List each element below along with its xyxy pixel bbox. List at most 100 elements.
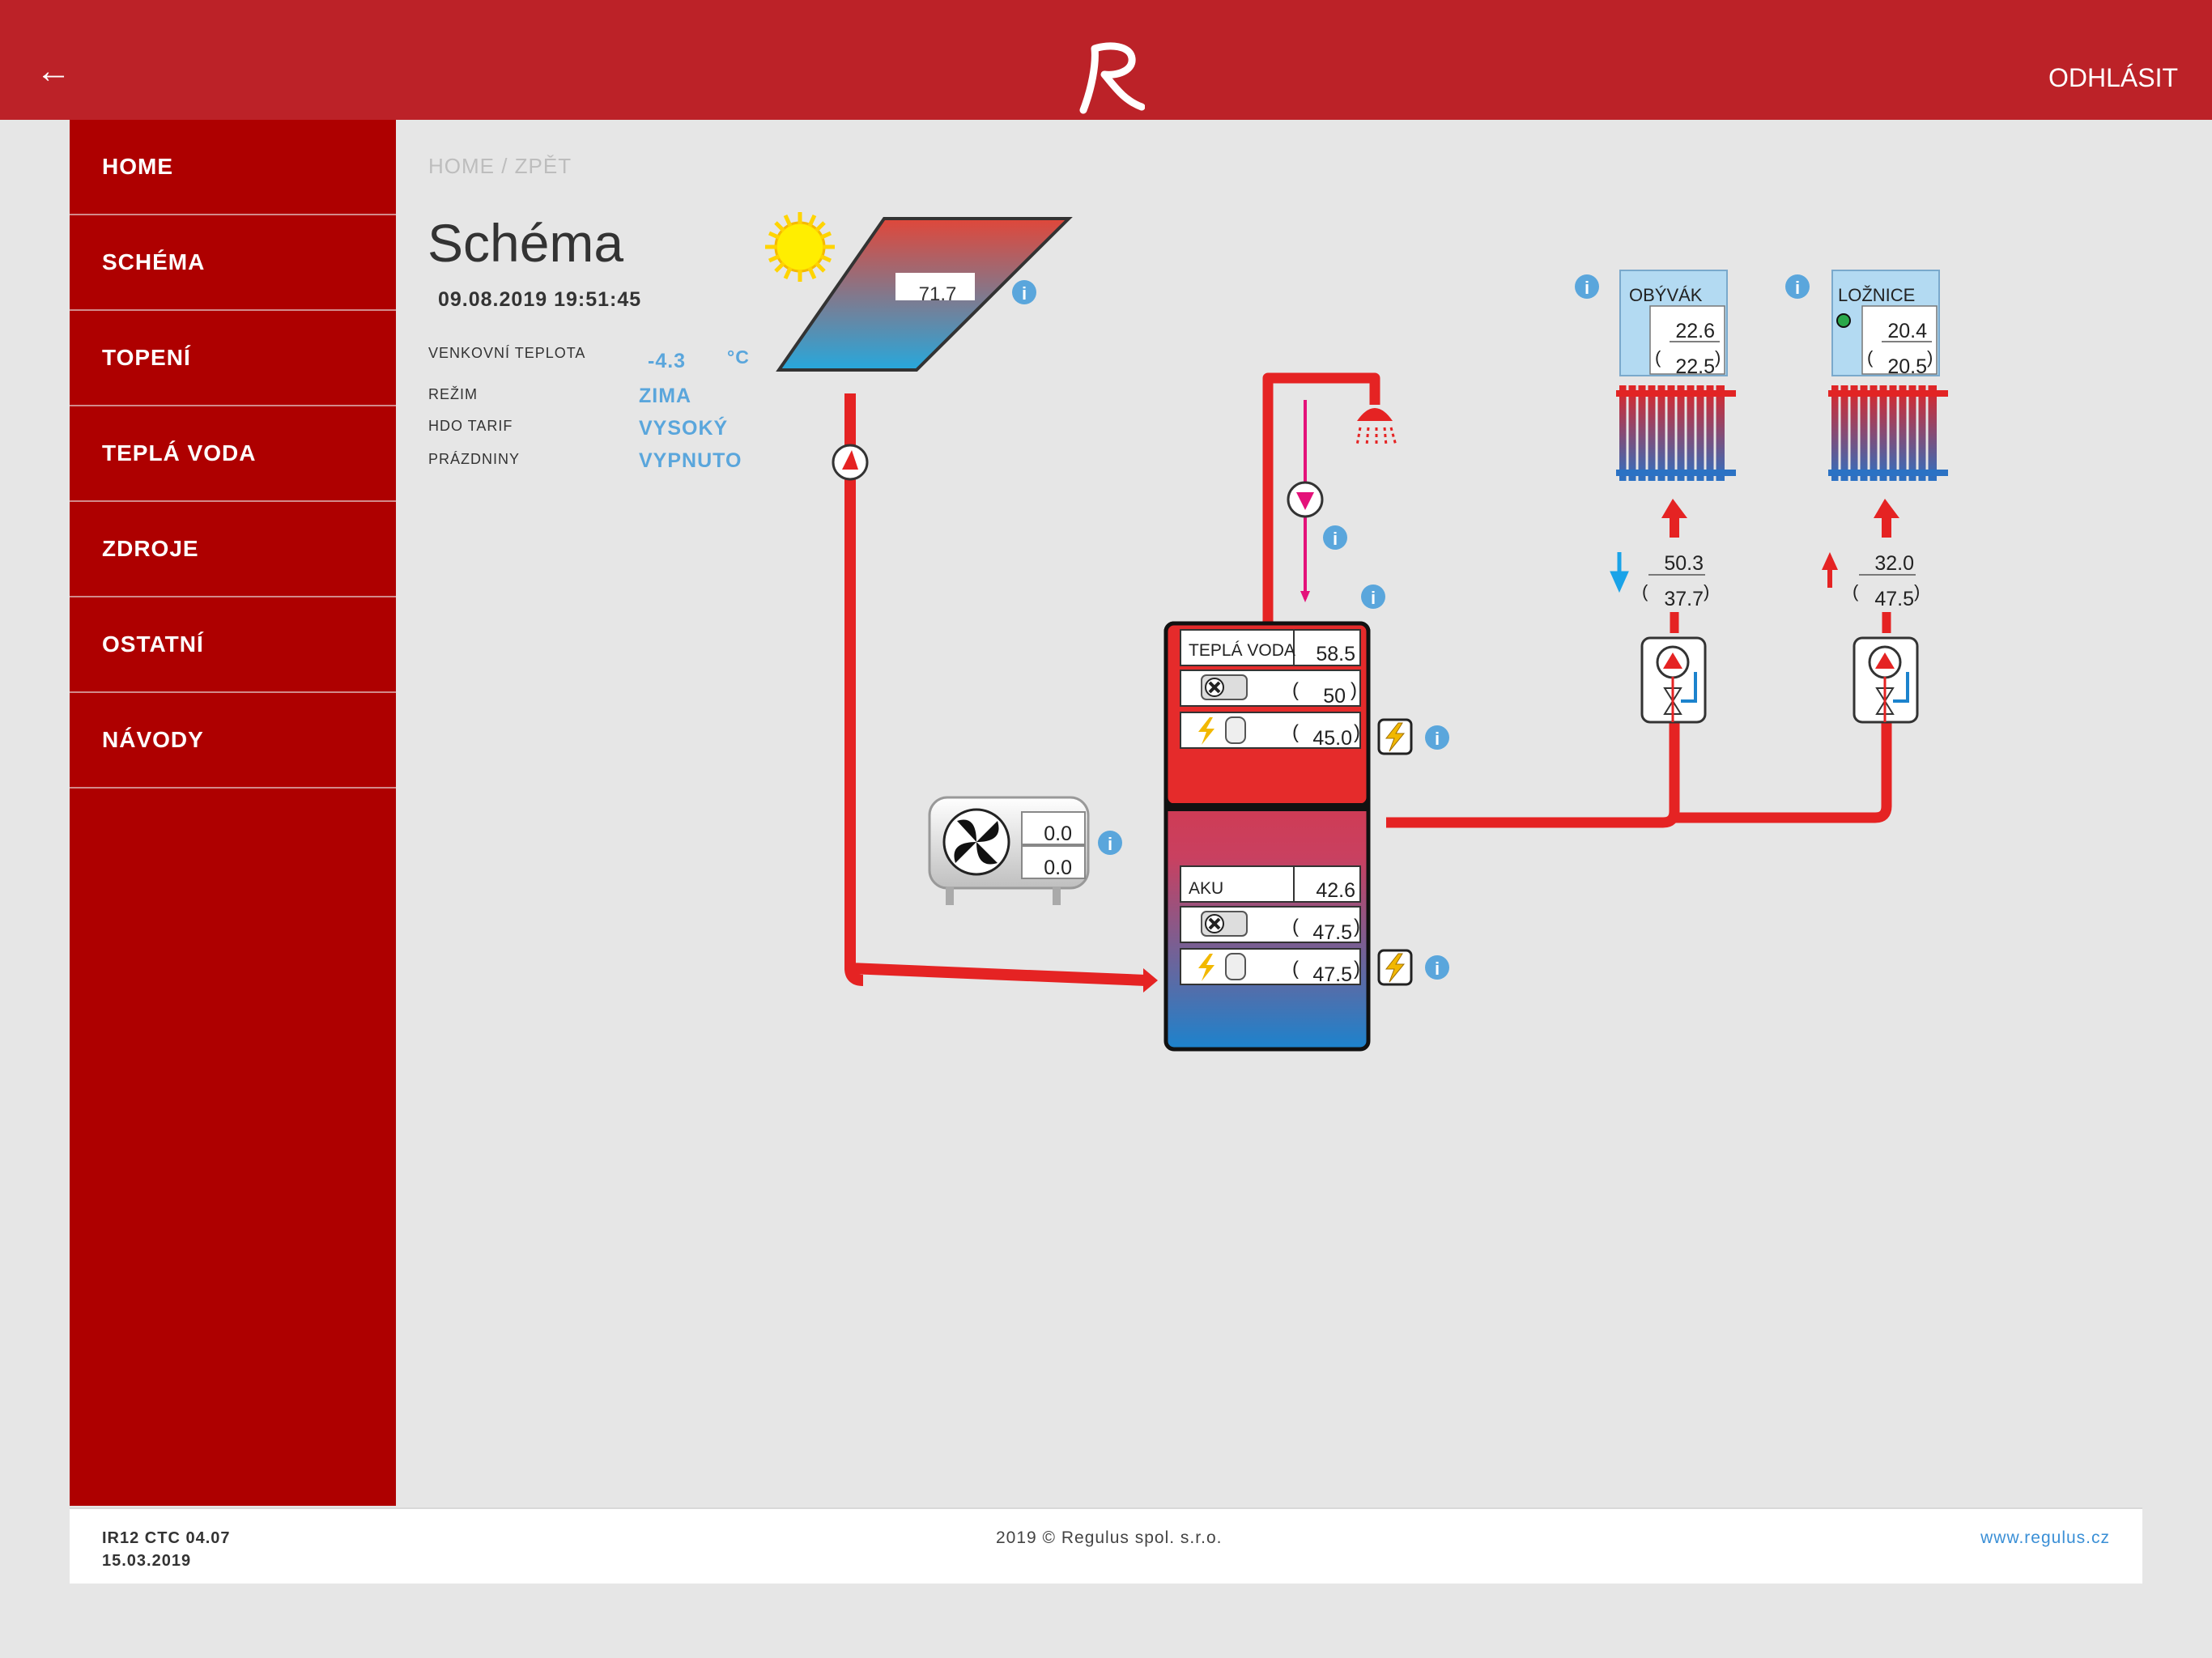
dhw-row <box>1180 629 1361 666</box>
footer-website-link[interactable]: www.regulus.cz <box>1980 1528 2110 1547</box>
flow-set-paren-close: ) <box>1914 581 1920 602</box>
hp-bottom-box <box>1021 845 1086 879</box>
room-set-paren: ( <box>1867 347 1874 368</box>
radiator-icon <box>1616 385 1736 481</box>
flow-setpoint: 47.5 <box>1874 588 1914 610</box>
sidebar: HOME SCHÉMA TOPENÍ TEPLÁ VODA ZDROJE OST… <box>70 120 396 1506</box>
radiator-icon <box>1828 385 1948 481</box>
pipe-arrow-icon <box>1143 968 1158 993</box>
svg-text:i: i <box>1333 529 1338 549</box>
regulus-logo[interactable] <box>1067 40 1145 115</box>
nav-schema[interactable]: SCHÉMA <box>70 215 396 311</box>
breadcrumb-home-link[interactable]: HOME <box>428 154 495 178</box>
dhw-label: TEPLÁ VODA <box>1189 641 1295 660</box>
breadcrumb-back-link[interactable]: ZPĚT <box>514 154 572 178</box>
arrow-up-icon <box>1661 499 1687 538</box>
room-set-paren-close: ) <box>1927 347 1933 368</box>
outdoor-temp-label: VENKOVNÍ TEPLOTA <box>428 345 586 361</box>
aku-hp-paren: ( <box>1292 916 1299 937</box>
svg-text:i: i <box>1585 278 1589 298</box>
nav-ostatni[interactable]: OSTATNÍ <box>70 597 396 693</box>
room-setpoint: 20.5 <box>1887 355 1927 378</box>
mode-value: ZIMA <box>639 385 692 407</box>
nav-navody[interactable]: NÁVODY <box>70 693 396 789</box>
dhw-electric-heater-button[interactable] <box>1377 718 1413 755</box>
solar-pipe <box>844 393 1146 986</box>
svg-text:i: i <box>1371 588 1376 608</box>
info-icon[interactable]: i <box>1323 525 1347 550</box>
back-arrow-icon[interactable]: ← <box>36 51 71 91</box>
circulation-pump-icon[interactable] <box>1287 481 1324 518</box>
aku-label: AKU <box>1189 879 1223 898</box>
aku-el-paren-close: ) <box>1354 958 1360 980</box>
page-title: Schéma <box>428 213 624 273</box>
arrow-up-icon <box>1822 552 1838 588</box>
room-name: LOŽNICE <box>1838 285 1915 305</box>
breadcrumb: HOME / ZPĚT <box>428 154 572 179</box>
dhw-el-setpoint: 45.0 <box>1312 727 1352 750</box>
flow-set-paren-close: ) <box>1704 581 1709 602</box>
aku-electric-heater-button[interactable] <box>1377 949 1413 986</box>
room-temp: 20.4 <box>1887 320 1927 342</box>
solar-temp-value: 71.7 <box>919 283 957 305</box>
hp-bottom-value: 0.0 <box>1044 857 1072 879</box>
nav-zdroje[interactable]: ZDROJE <box>70 502 396 597</box>
info-icon[interactable]: i <box>1785 274 1810 299</box>
solar-temp-box <box>895 273 975 300</box>
lightning-icon <box>1198 717 1214 745</box>
hp-top-value: 0.0 <box>1044 823 1072 845</box>
info-icon[interactable]: i <box>1575 274 1599 299</box>
svg-text:i: i <box>1435 729 1440 749</box>
solar-pump-icon[interactable] <box>832 444 869 481</box>
outdoor-temp-value: -4.3 <box>648 350 687 372</box>
heating-pipe <box>1386 721 1892 828</box>
arrow-down-icon <box>1610 552 1629 593</box>
lightning-icon <box>1198 954 1214 981</box>
info-icon[interactable]: i <box>1361 585 1385 609</box>
aku-hp-paren-close: ) <box>1354 916 1360 937</box>
aku-el-setpoint: 47.5 <box>1312 963 1352 986</box>
dhw-el-paren: ( <box>1292 721 1299 743</box>
nav-topeni[interactable]: TOPENÍ <box>70 311 396 406</box>
info-icon[interactable]: i <box>1012 280 1036 304</box>
top-bar: ← ODHLÁSIT <box>0 0 2212 120</box>
svg-text:i: i <box>1108 834 1112 854</box>
holiday-value: VYPNUTO <box>639 449 742 472</box>
footer-date: 15.03.2019 <box>102 1552 192 1570</box>
svg-text:i: i <box>1435 959 1440 979</box>
aku-row <box>1180 865 1361 903</box>
sun-icon <box>765 212 835 282</box>
info-icon[interactable]: i <box>1098 831 1122 855</box>
holiday-label: PRÁZDNINY <box>428 451 521 467</box>
nav-tepla-voda[interactable]: TEPLÁ VODA <box>70 406 396 502</box>
tariff-label: HDO TARIF <box>428 418 513 434</box>
flow-temp: 50.3 <box>1664 552 1704 575</box>
info-icon[interactable]: i <box>1425 725 1449 750</box>
heat-pump-small-icon <box>1201 911 1248 937</box>
status-dot-icon <box>1836 313 1851 328</box>
flow-setpoint: 37.7 <box>1664 588 1704 610</box>
logout-button[interactable]: ODHLÁSIT <box>2048 63 2178 92</box>
aku-el-paren: ( <box>1292 958 1299 980</box>
shower-icon <box>1355 408 1397 446</box>
mixing-valve-pump-icon[interactable] <box>1640 636 1707 724</box>
hp-top-box <box>1021 811 1086 845</box>
room-setpoint: 22.5 <box>1675 355 1715 378</box>
datetime: 09.08.2019 19:51:45 <box>438 288 642 311</box>
flow-set-paren: ( <box>1853 581 1859 602</box>
mode-label: REŽIM <box>428 386 478 402</box>
nav-home[interactable]: HOME <box>70 120 396 215</box>
footer: IR12 CTC 04.07 15.03.2019 2019 © Regulus… <box>70 1507 2142 1584</box>
heat-pump-small-icon <box>1201 674 1248 700</box>
arrow-up-icon <box>1874 499 1899 538</box>
breadcrumb-separator: / <box>495 154 515 178</box>
mixing-valve-pump-icon[interactable] <box>1853 636 1919 724</box>
footer-version: IR12 CTC 04.07 <box>102 1529 231 1547</box>
dhw-hp-paren-close: ) <box>1351 679 1357 701</box>
room-set-paren: ( <box>1655 347 1661 368</box>
aku-temp: 42.6 <box>1316 879 1355 902</box>
footer-version-block: IR12 CTC 04.07 15.03.2019 <box>102 1527 231 1572</box>
info-icon[interactable]: i <box>1425 955 1449 980</box>
heater-icon <box>1225 953 1246 980</box>
